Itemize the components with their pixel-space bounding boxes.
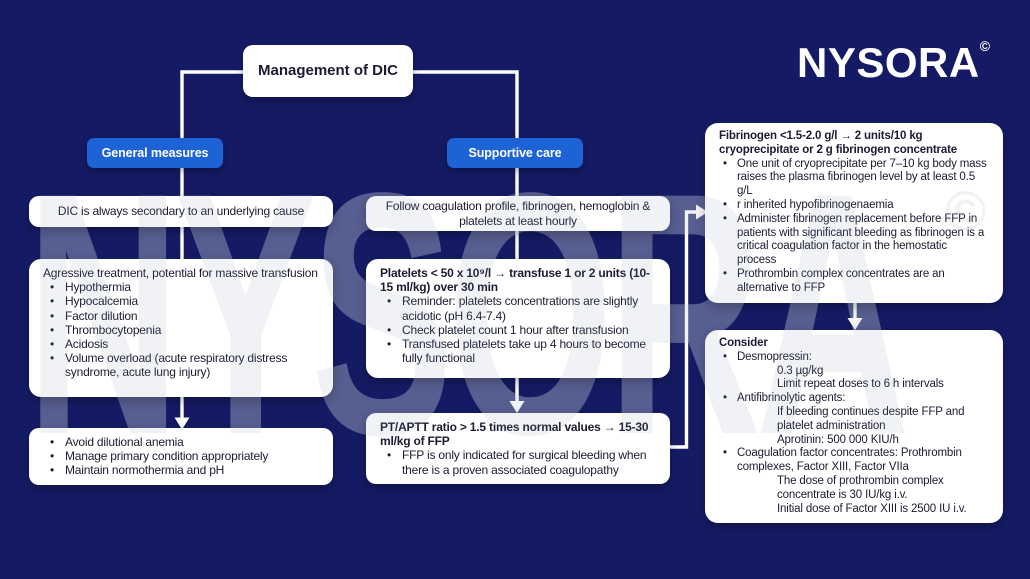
- arrowhead-down-maintain: [174, 417, 190, 430]
- list-item: Thrombocytopenia: [43, 323, 319, 337]
- list-item: Transfused platelets take up 4 hours to …: [380, 337, 656, 365]
- box-follow-coagulation: Follow coagulation profile, fibrinogen, …: [366, 196, 670, 231]
- nysora-logo-text: NYSORA: [797, 39, 980, 86]
- box-aggressive-title: Agressive treatment, potential for massi…: [43, 266, 318, 280]
- list-item: Administer fibrinogen replacement before…: [719, 213, 989, 268]
- general-measures-button[interactable]: General measures: [87, 138, 223, 168]
- box-fibrinogen-title: Fibrinogen <1.5-2.0 g/l → 2 units/10 kg …: [719, 130, 957, 156]
- box-maintain-measures: Avoid dilutional anemia Manage primary c…: [29, 428, 333, 485]
- arrowhead-down-consider: [847, 318, 863, 330]
- box-aggressive-treatment: Agressive treatment, potential for massi…: [29, 259, 333, 397]
- nysora-logo-copyright: ©: [979, 38, 991, 54]
- arrowhead-down-ffp: [509, 401, 525, 413]
- box-consider-agents: Consider Desmopressin: 0.3 µg/kg Limit r…: [705, 330, 1003, 524]
- list-item: Reminder: platelets concentrations are s…: [380, 294, 656, 322]
- list-item: Manage primary condition appropriately: [43, 449, 319, 463]
- supportive-care-button[interactable]: Supportive care: [447, 138, 583, 168]
- list-item: FFP is only indicated for surgical bleed…: [380, 448, 656, 476]
- list-item: One unit of cryoprecipitate per 7–10 kg …: [719, 158, 989, 199]
- list-item: Antifibrinolytic agents:: [719, 392, 989, 406]
- box-ffp-title: PT/APTT ratio > 1.5 times normal values …: [380, 420, 649, 449]
- title-management-of-dic: Management of DIC: [243, 45, 413, 97]
- box-dic-secondary: DIC is always secondary to an underlying…: [29, 196, 333, 227]
- list-item: Maintain normothermia and pH: [43, 463, 319, 477]
- box-consider-title: Consider: [719, 337, 768, 349]
- list-item: Factor dilution: [43, 309, 319, 323]
- list-item: The dose of prothrombin complex concentr…: [777, 474, 944, 501]
- arrowhead-right-fibrinogen: [696, 204, 708, 220]
- box-platelets-transfusion: Platelets < 50 x 10⁹/l → transfuse 1 or …: [366, 259, 670, 378]
- box-fibrinogen-replacement: Fibrinogen <1.5-2.0 g/l → 2 units/10 kg …: [705, 123, 1003, 303]
- list-item: r inherited hypofibrinogenaemia: [719, 199, 989, 213]
- list-item: Desmopressin:: [719, 351, 989, 365]
- list-item: Check platelet count 1 hour after transf…: [380, 323, 656, 337]
- list-item: Hypothermia: [43, 280, 319, 294]
- list-item: Avoid dilutional anemia: [43, 435, 319, 449]
- list-item: Hypocalcemia: [43, 294, 319, 308]
- list-item: Volume overload (acute respiratory distr…: [43, 351, 319, 379]
- list-item: 0.3 µg/kg: [777, 364, 824, 377]
- nysora-logo: NYSORA©: [797, 24, 990, 85]
- list-item: Limit repeat doses to 6 h intervals: [777, 378, 944, 391]
- list-item: Initial dose of Factor XIII is 2500 IU i…: [777, 502, 967, 515]
- list-item: If bleeding continues despite FFP and pl…: [777, 405, 965, 432]
- connector-ffp-to-fibrinogen: [670, 210, 697, 449]
- list-item: Aprotinin: 500 000 KIU/h: [777, 433, 899, 446]
- box-pt-aptt-ffp: PT/APTT ratio > 1.5 times normal values …: [366, 413, 670, 484]
- list-item: Acidosis: [43, 337, 319, 351]
- list-item: Coagulation factor concentrates: Prothro…: [719, 447, 989, 475]
- box-platelets-title: Platelets < 50 x 10⁹/l → transfuse 1 or …: [380, 266, 650, 295]
- list-item: Prothrombin complex concentrates are an …: [719, 268, 989, 296]
